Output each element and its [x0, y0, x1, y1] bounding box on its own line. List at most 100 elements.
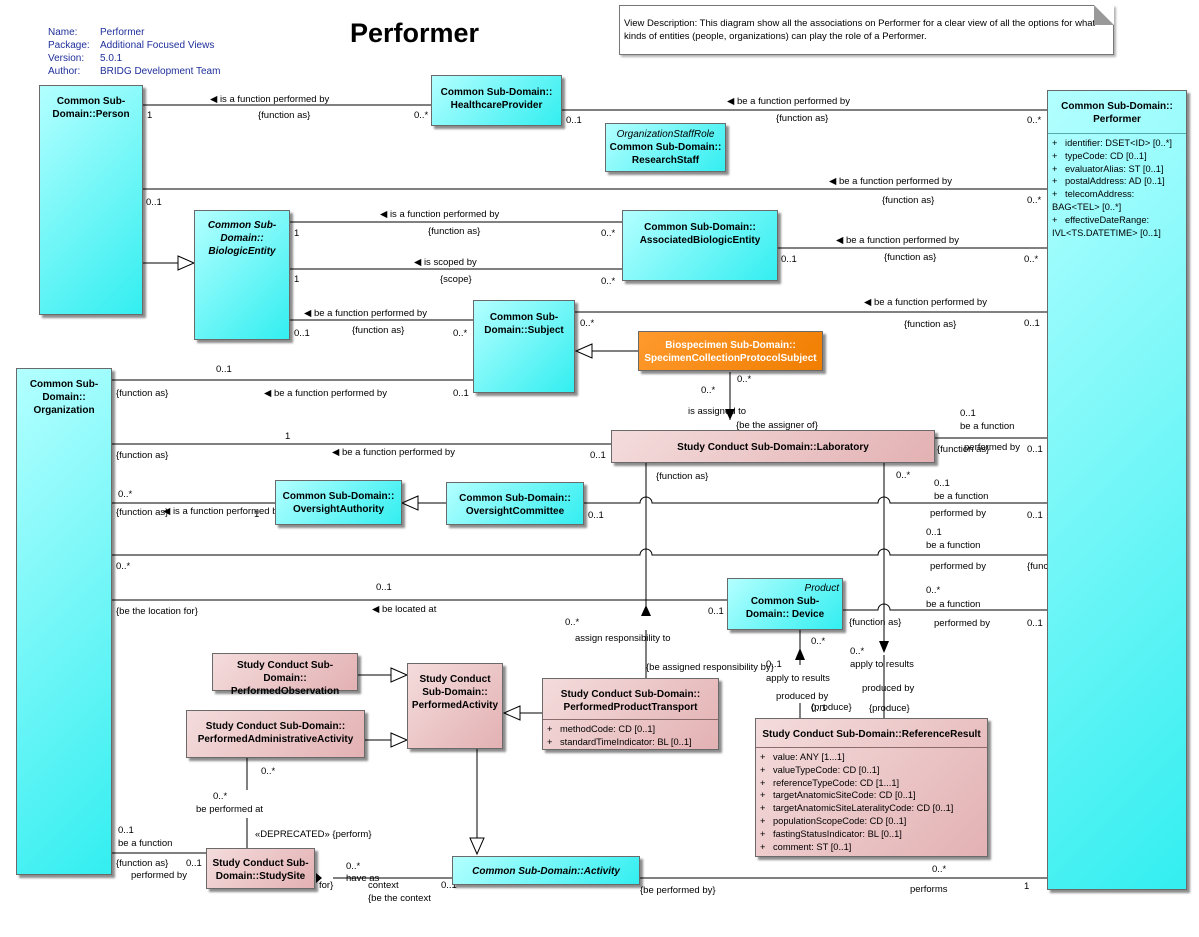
class-name: Common Sub-Domain:: OversightCommittee — [459, 493, 571, 517]
association-label: {function as} — [882, 195, 934, 206]
association-label: 0..* — [850, 646, 865, 657]
association-label: {be assigned responsibility by} — [646, 662, 774, 673]
association-label: ◀ be a function performed by — [727, 96, 850, 107]
association-label: 0..* — [261, 766, 276, 777]
class-name: Study Conduct Sub-Domain:: PerformedObse… — [230, 660, 340, 697]
class-name: Common Sub-Domain::Person — [52, 96, 130, 120]
association-label: performed by — [934, 618, 990, 629]
filled-arrow-icon — [316, 873, 322, 883]
association-label: performed by — [930, 508, 986, 519]
association-label: 0..* — [1024, 254, 1039, 265]
meta-key: Name: — [48, 27, 78, 38]
attribute: +methodCode: CD [0..1] — [547, 724, 656, 734]
class-performed-activity[interactable]: Study Conduct Sub-Domain:: PerformedActi… — [407, 663, 503, 749]
class-associated-biologic-entity[interactable]: Common Sub-Domain:: AssociatedBiologicEn… — [622, 210, 778, 281]
association-label: 0..1 — [781, 254, 797, 265]
class-specimen-collection-protocol-subject[interactable]: Biospecimen Sub-Domain:: SpecimenCollect… — [638, 331, 823, 371]
association-label: 0..1 — [1027, 510, 1043, 521]
association-label: performed by — [930, 561, 986, 572]
association-label: 0..* — [896, 470, 911, 481]
association-label: {function as} — [776, 113, 828, 124]
association-label: {function as} — [116, 858, 168, 869]
triangle-arrow-icon — [177, 255, 196, 271]
class-name: Common Sub-Domain:: AssociatedBiologicEn… — [639, 222, 761, 246]
association-label: ◀ is a function performed by — [380, 209, 500, 220]
triangle-arrow-icon — [469, 837, 485, 856]
class-name: Common Sub-Domain:: Device — [745, 596, 825, 620]
class-healthcare-provider[interactable]: Common Sub-Domain:: HealthcareProvider — [431, 75, 562, 126]
attribute: +targetAnatomicSiteLateralityCode: CD [0… — [760, 803, 954, 814]
filled-arrow-icon — [879, 641, 889, 653]
diagram-metadata: Name:Performer Package:Additional Focuse… — [48, 26, 220, 78]
association-label: 1 — [1024, 881, 1029, 892]
meta-key: Author: — [48, 66, 81, 77]
association-label: {function as} — [116, 450, 168, 461]
class-device[interactable]: Product Common Sub-Domain:: Device — [727, 578, 843, 630]
association-label: 0..* — [926, 585, 941, 596]
triangle-arrow-icon — [574, 343, 593, 359]
attribute: +value: ANY [1...1] — [760, 752, 845, 762]
association-label: ◀ be a function performed by — [332, 447, 455, 458]
filled-arrow-icon — [725, 409, 735, 420]
class-stereotype: OrganizationStaffRole — [616, 129, 715, 140]
class-oversight-authority[interactable]: Common Sub-Domain:: OversightAuthority — [275, 480, 402, 525]
class-performed-observation[interactable]: Study Conduct Sub-Domain:: PerformedObse… — [212, 653, 358, 697]
class-person[interactable]: Common Sub-Domain::Person — [39, 85, 143, 315]
association-labels: ◀ is a function performed by {function as… — [116, 94, 1079, 904]
association-label: apply to results — [850, 659, 914, 670]
association-label: «DEPRECATED» {perform} — [255, 829, 372, 840]
class-activity[interactable]: Common Sub-Domain::Activity — [452, 856, 640, 885]
association-label: apply to results — [766, 673, 830, 684]
meta-key: Version: — [48, 53, 85, 64]
attribute-list: +value: ANY [1...1] +valueTypeCode: CD [… — [756, 747, 987, 856]
class-name: Biospecimen Sub-Domain:: SpecimenCollect… — [644, 340, 817, 364]
association-label: 0..* — [701, 385, 716, 396]
association-label: 0..* — [1027, 195, 1042, 206]
association-label: 0..1 — [926, 527, 942, 538]
association-label: produced by — [776, 691, 829, 702]
class-subject[interactable]: Common Sub-Domain::Subject — [473, 300, 575, 393]
class-laboratory[interactable]: Study Conduct Sub-Domain::Laboratory — [611, 430, 935, 463]
association-label: 0..1 — [1024, 318, 1040, 329]
class-performer[interactable]: Common Sub-Domain:: Performer +identifie… — [1047, 90, 1187, 890]
class-biologic-entity[interactable]: Common Sub-Domain:: BiologicEntity — [194, 210, 290, 340]
association-label: 1 — [254, 509, 259, 520]
association-label: have as — [346, 873, 380, 884]
class-oversight-committee[interactable]: Common Sub-Domain:: OversightCommittee — [446, 482, 584, 525]
class-research-staff[interactable]: OrganizationStaffRole Common Sub-Domain:… — [605, 123, 726, 172]
view-description-note[interactable]: View Description: This diagram show all … — [619, 5, 1114, 55]
class-name: Common Sub-Domain:: Performer — [1061, 101, 1173, 125]
attribute: +fastingStatusIndicator: BL [0..1] — [760, 828, 902, 839]
association-label: {function as} — [116, 388, 168, 399]
attribute-list: +methodCode: CD [0..1] +standardTimeIndi… — [543, 719, 718, 752]
meta-key: Package: — [48, 40, 90, 51]
attribute: +typeCode: CD [0..1] — [1052, 150, 1147, 161]
association-label: {function as} — [116, 507, 168, 518]
attribute: +valueTypeCode: CD [0..1] — [760, 764, 880, 775]
class-performed-administrative-activity[interactable]: Study Conduct Sub-Domain:: PerformedAdmi… — [186, 710, 365, 758]
association-label: 0..1 — [376, 582, 392, 593]
association-label: {function as} — [352, 325, 404, 336]
attribute-list: +identifier: DSET<ID> [0..*] +typeCode: … — [1048, 133, 1186, 242]
association-label: 0..1 — [566, 115, 582, 126]
class-name: Study Conduct Sub-Domain:: PerformedProd… — [560, 689, 701, 713]
association-label: 0..* — [213, 791, 228, 802]
assoc-organization-performer — [112, 548, 1047, 556]
class-study-site[interactable]: Study Conduct Sub-Domain::StudySite — [206, 848, 315, 889]
class-organization[interactable]: Common Sub-Domain:: Organization — [16, 368, 112, 875]
triangle-arrow-icon — [400, 495, 419, 511]
association-label: 1 — [294, 228, 299, 239]
class-name: Study Conduct Sub-Domain:: PerformedAdmi… — [197, 721, 354, 745]
association-label: 0..* — [811, 636, 826, 647]
class-performed-product-transport[interactable]: Study Conduct Sub-Domain:: PerformedProd… — [542, 678, 719, 750]
class-reference-result[interactable]: Study Conduct Sub-Domain::ReferenceResul… — [755, 718, 988, 857]
attribute: +standardTimeIndicator: BL [0..1] — [547, 736, 692, 747]
association-label: {produce} — [811, 702, 852, 713]
association-label: 0..1 — [590, 450, 606, 461]
association-label: be a function — [960, 421, 1014, 432]
association-label: for} — [319, 880, 333, 891]
meta-value: Additional Focused Views — [100, 40, 215, 51]
line-group — [112, 104, 1047, 879]
association-label: {scope} — [440, 274, 472, 285]
association-label: assign responsibility to — [575, 633, 671, 644]
